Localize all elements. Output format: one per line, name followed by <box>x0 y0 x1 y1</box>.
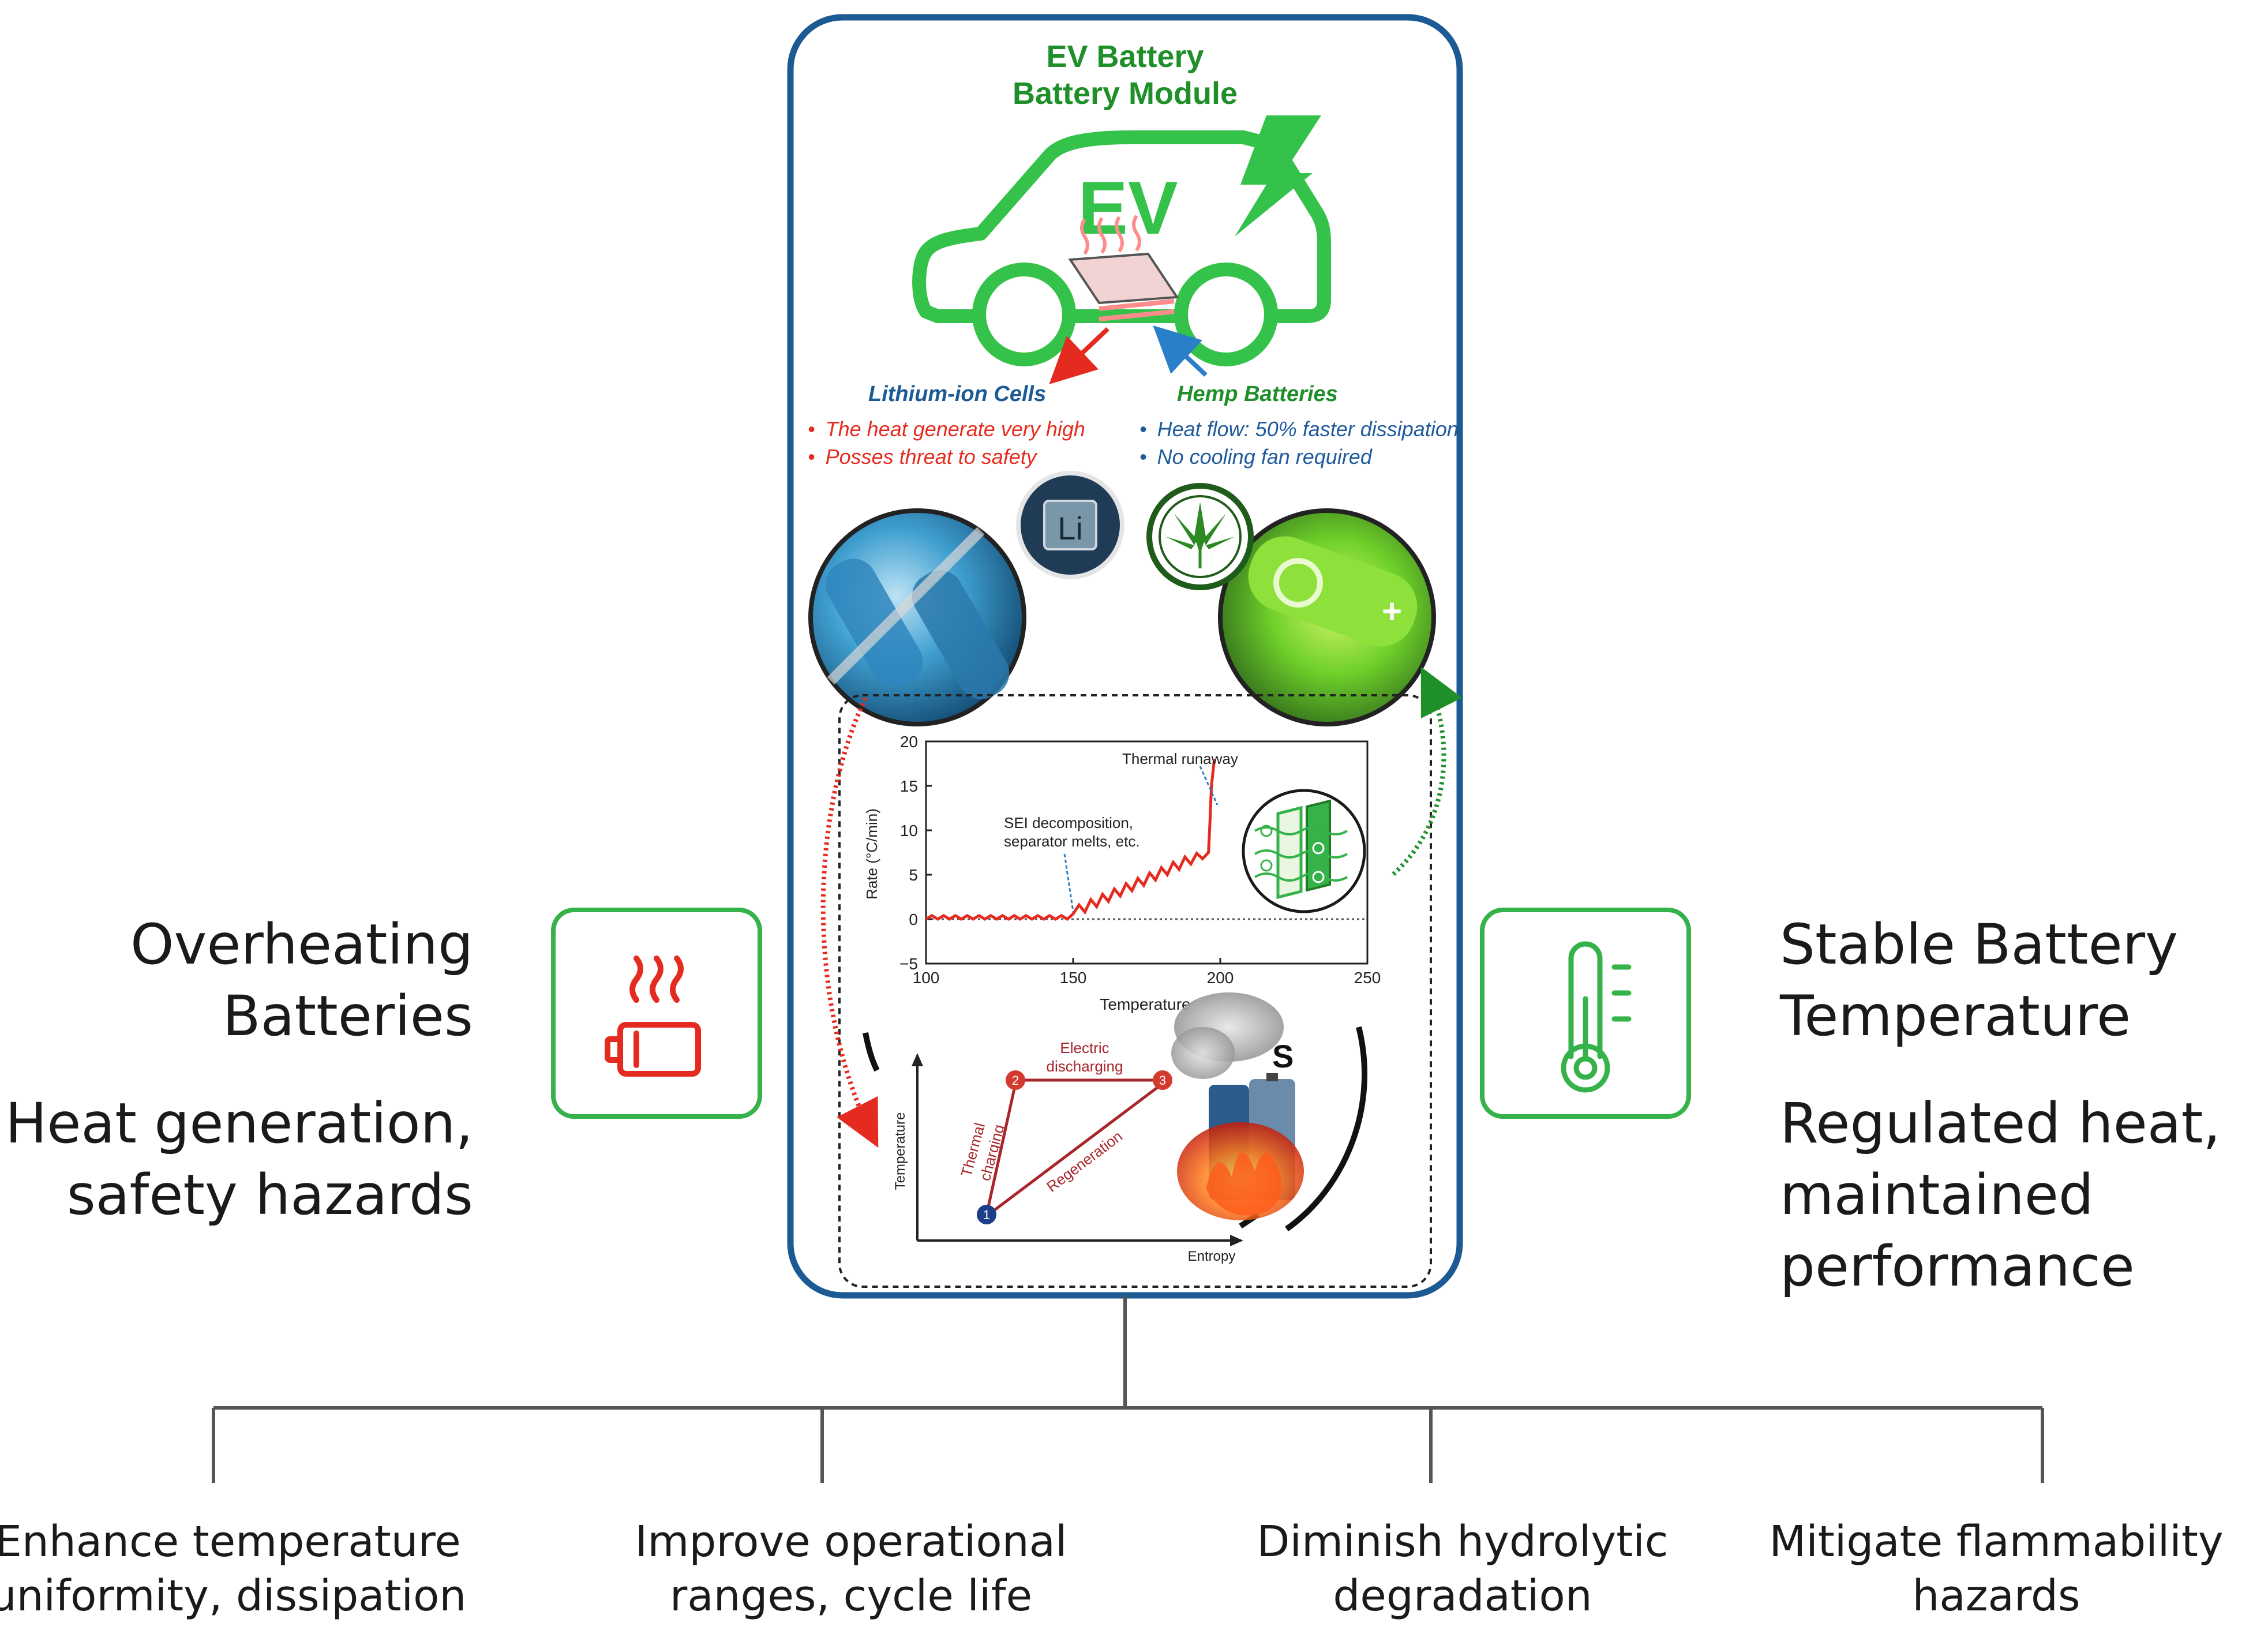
bottom-item-4-line1: Mitigate flammability <box>1769 1517 2224 1567</box>
y-tick-label: −5 <box>899 955 918 973</box>
lithium-chip-symbol: Li <box>1058 510 1083 546</box>
heat-flow-icon <box>1242 789 1366 913</box>
hemp-bullets: Heat flow: 50% faster dissipation No coo… <box>1139 415 1459 471</box>
lithium-bullet-1: The heat generate very high <box>808 415 1085 443</box>
runaway-pointer <box>1199 766 1219 805</box>
bottom-item-4: Mitigate flammability hazards <box>1737 1515 2256 1623</box>
bottom-item-3: Diminish hydrolytic degradation <box>1203 1515 1722 1623</box>
thermometer-icon-box <box>1480 908 1691 1119</box>
hemp-leaf-icon <box>1146 483 1254 590</box>
center-title-line2: Battery Module <box>1012 76 1238 111</box>
hemp-bullet-1: Heat flow: 50% faster dissipation <box>1139 415 1459 443</box>
cycle-ylabel: Temperature <box>893 1112 908 1190</box>
cycle-node-label-1: 1 <box>983 1208 990 1222</box>
y-tick-label: 10 <box>900 822 918 840</box>
right-heading-line2: Temperature <box>1780 984 2131 1048</box>
bottom-item-3-line2: degradation <box>1333 1571 1592 1621</box>
burning-battery-icon <box>1171 992 1304 1220</box>
hemp-arrow <box>1153 325 1208 377</box>
left-heading-line2: Batteries <box>222 984 473 1048</box>
lithium-cells-photo <box>808 508 1026 726</box>
y-tick-label: 5 <box>909 866 918 884</box>
x-tick-label: 100 <box>913 969 940 987</box>
right-desc-line1: Regulated heat, <box>1780 1091 2221 1156</box>
ev-logo-text: EV <box>1078 166 1178 250</box>
y-tick-label: 0 <box>909 910 918 928</box>
tree-connector <box>212 1295 2044 1483</box>
overheating-icon-box <box>551 908 762 1119</box>
hemp-title: Hemp Batteries <box>1177 382 1338 406</box>
annotation-sei-line2: separator melts, etc. <box>1004 833 1140 850</box>
right-heading-line1: Stable Battery <box>1780 912 2178 977</box>
cycle-node-1 <box>977 1205 996 1224</box>
edge-thermal-charging <box>985 1083 1017 1215</box>
bottom-item-1: Enhance temperature uniformity, dissipat… <box>0 1515 488 1623</box>
right-desc-line3: performance <box>1780 1234 2135 1299</box>
lithium-to-chart-arrow <box>820 697 879 1148</box>
hemp-battery-photo: + <box>1218 508 1436 726</box>
edge-regeneration <box>991 1082 1164 1213</box>
right-heading: Stable Battery Temperature <box>1780 909 2253 1052</box>
bottom-item-1-line2: uniformity, dissipation <box>0 1571 467 1621</box>
edge-label-electric: Electric <box>1060 1039 1109 1056</box>
left-heading-line1: Overheating <box>130 912 473 977</box>
y-tick-label: 20 <box>900 733 918 751</box>
bottom-item-2-line1: Improve operational <box>635 1517 1067 1567</box>
chart-xlabel: Temperature <box>1100 995 1190 1013</box>
bottom-item-2: Improve operational ranges, cycle life <box>591 1515 1111 1623</box>
cycle-xlabel: Entropy <box>1188 1249 1236 1264</box>
x-tick-label: 200 <box>1207 969 1234 987</box>
bottom-item-2-line2: ranges, cycle life <box>669 1571 1033 1621</box>
thermometer-icon <box>1561 941 1632 1093</box>
y-tick-label: 15 <box>900 777 918 795</box>
chart-dashed-box <box>838 694 1432 1288</box>
center-title-line1: EV Battery <box>1046 39 1204 74</box>
chart-to-hemp-arrow <box>1392 666 1463 876</box>
x-tick-label: 150 <box>1060 969 1087 987</box>
hemp-bullet-2: No cooling fan required <box>1139 443 1459 471</box>
chart-ylabel: Rate (°C/min) <box>863 808 880 900</box>
sei-pointer <box>1063 853 1074 912</box>
edge-label-regeneration: Regeneration <box>1043 1127 1126 1196</box>
lithium-chip-icon <box>1016 471 1124 579</box>
bottom-item-1-line1: Enhance temperature <box>0 1517 461 1567</box>
lithium-arrow <box>1049 327 1109 384</box>
chart-plot-area <box>925 740 1369 965</box>
bottom-item-4-line2: hazards <box>1912 1571 2080 1621</box>
lithium-title: Lithium-ion Cells <box>868 382 1047 406</box>
lightning-icon <box>1235 115 1321 237</box>
lithium-bullets: The heat generate very high Posses threa… <box>808 415 1085 471</box>
rate-series-line <box>925 759 1216 921</box>
battery-module-icon <box>1068 215 1179 321</box>
x-tick-label: 250 <box>1354 969 1381 987</box>
left-desc-line2: safety hazards <box>66 1163 473 1227</box>
ts-cycle-diagram <box>863 1026 1368 1246</box>
s-label: S <box>1272 1038 1294 1074</box>
right-desc-line2: maintained <box>1780 1163 2094 1227</box>
ev-car-icon <box>912 130 1331 366</box>
right-description: Regulated heat, maintained performance <box>1780 1088 2253 1302</box>
lithium-bullet-2: Posses threat to safety <box>808 443 1085 471</box>
cycle-node-3 <box>1153 1070 1172 1090</box>
edge-label-discharging: discharging <box>1047 1058 1123 1075</box>
left-description: Heat generation, safety hazards <box>0 1088 473 1231</box>
annotation-thermal-runaway: Thermal runaway <box>1122 750 1238 767</box>
rate-chart: 100 150 200 250 20 15 10 5 0 −5 Thermal runaway S… <box>863 733 1381 1013</box>
left-heading: Overheating Batteries <box>0 909 473 1052</box>
svg-text:+: + <box>1382 592 1402 631</box>
overheating-battery-icon <box>605 955 701 1077</box>
bottom-item-3-line1: Diminish hydrolytic <box>1257 1517 1669 1567</box>
cycle-node-2 <box>1006 1070 1025 1090</box>
left-desc-line1: Heat generation, <box>5 1091 473 1156</box>
cycle-node-label-2: 2 <box>1012 1073 1019 1088</box>
annotation-sei-line1: SEI decomposition, <box>1004 814 1133 831</box>
cycle-node-label-3: 3 <box>1159 1073 1166 1088</box>
